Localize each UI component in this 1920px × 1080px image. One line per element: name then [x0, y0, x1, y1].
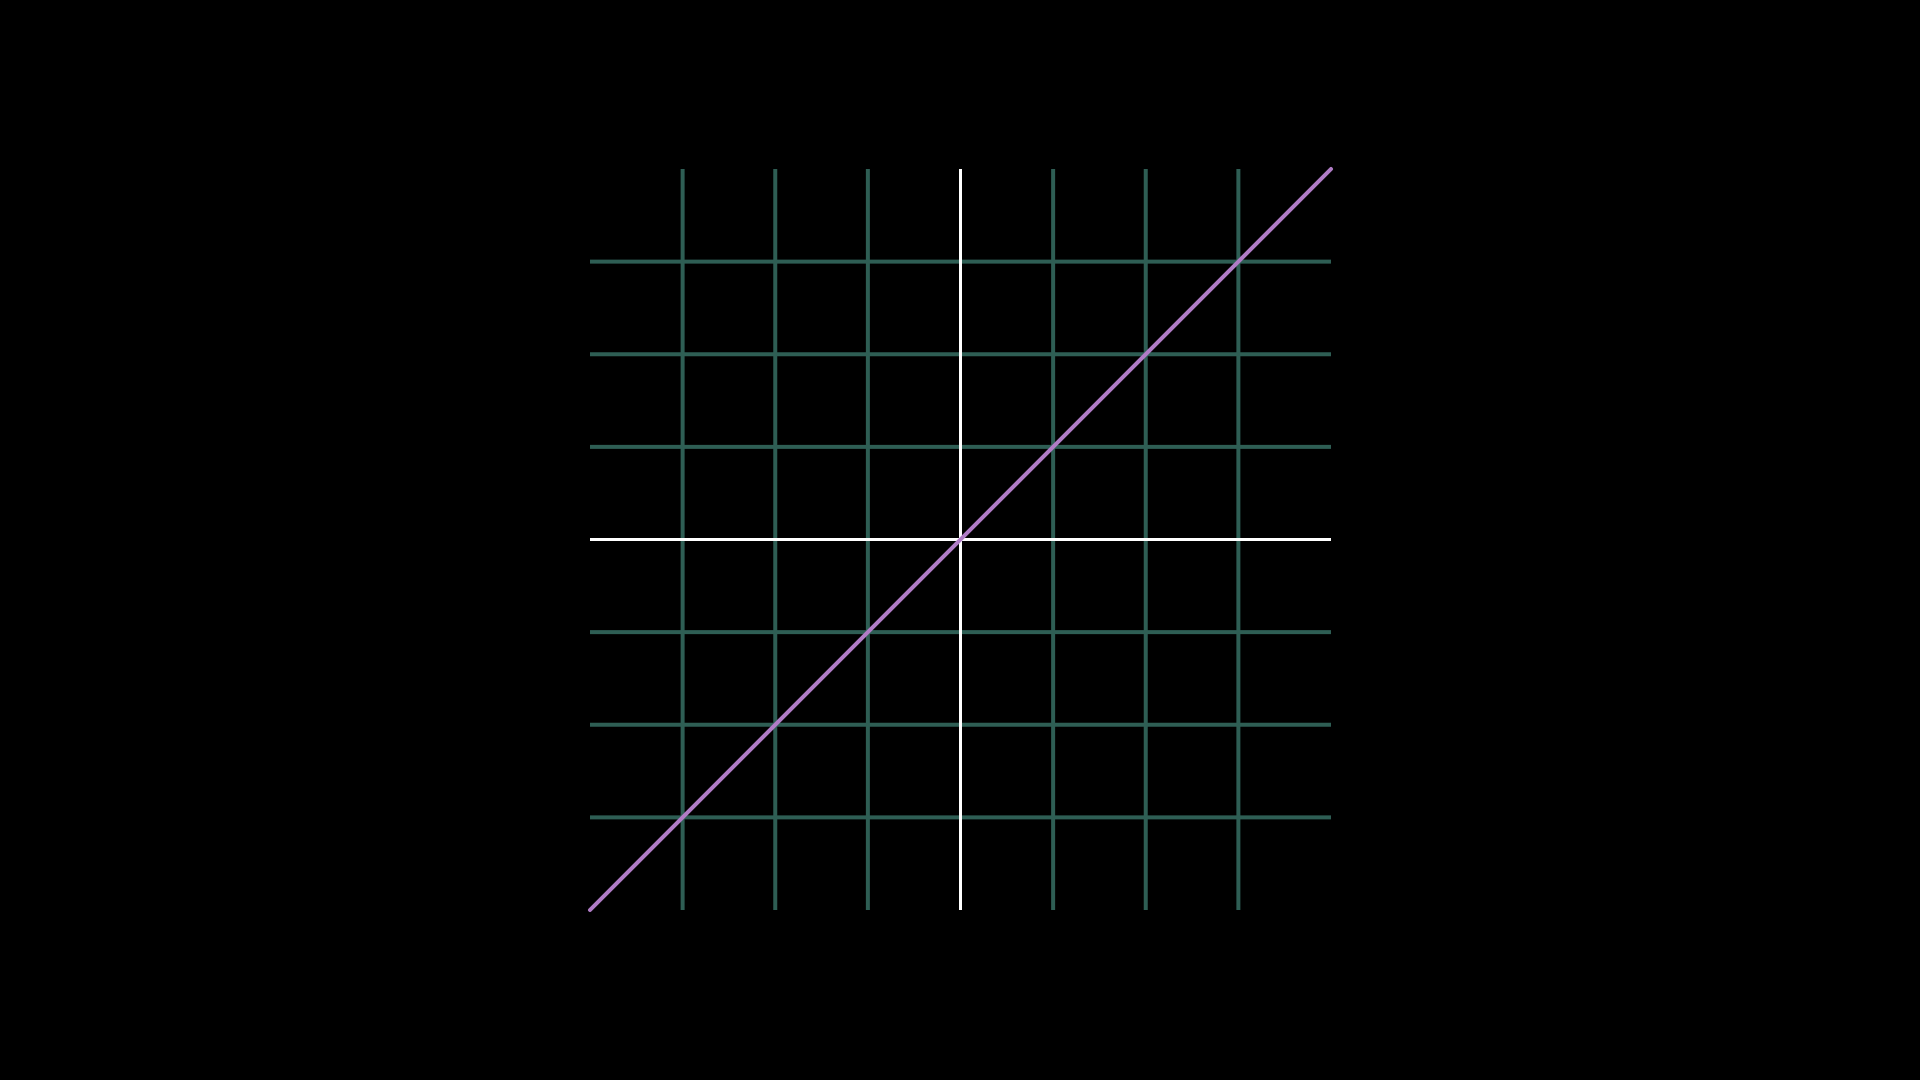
series-layer — [588, 167, 1333, 912]
series-line — [588, 167, 1333, 912]
